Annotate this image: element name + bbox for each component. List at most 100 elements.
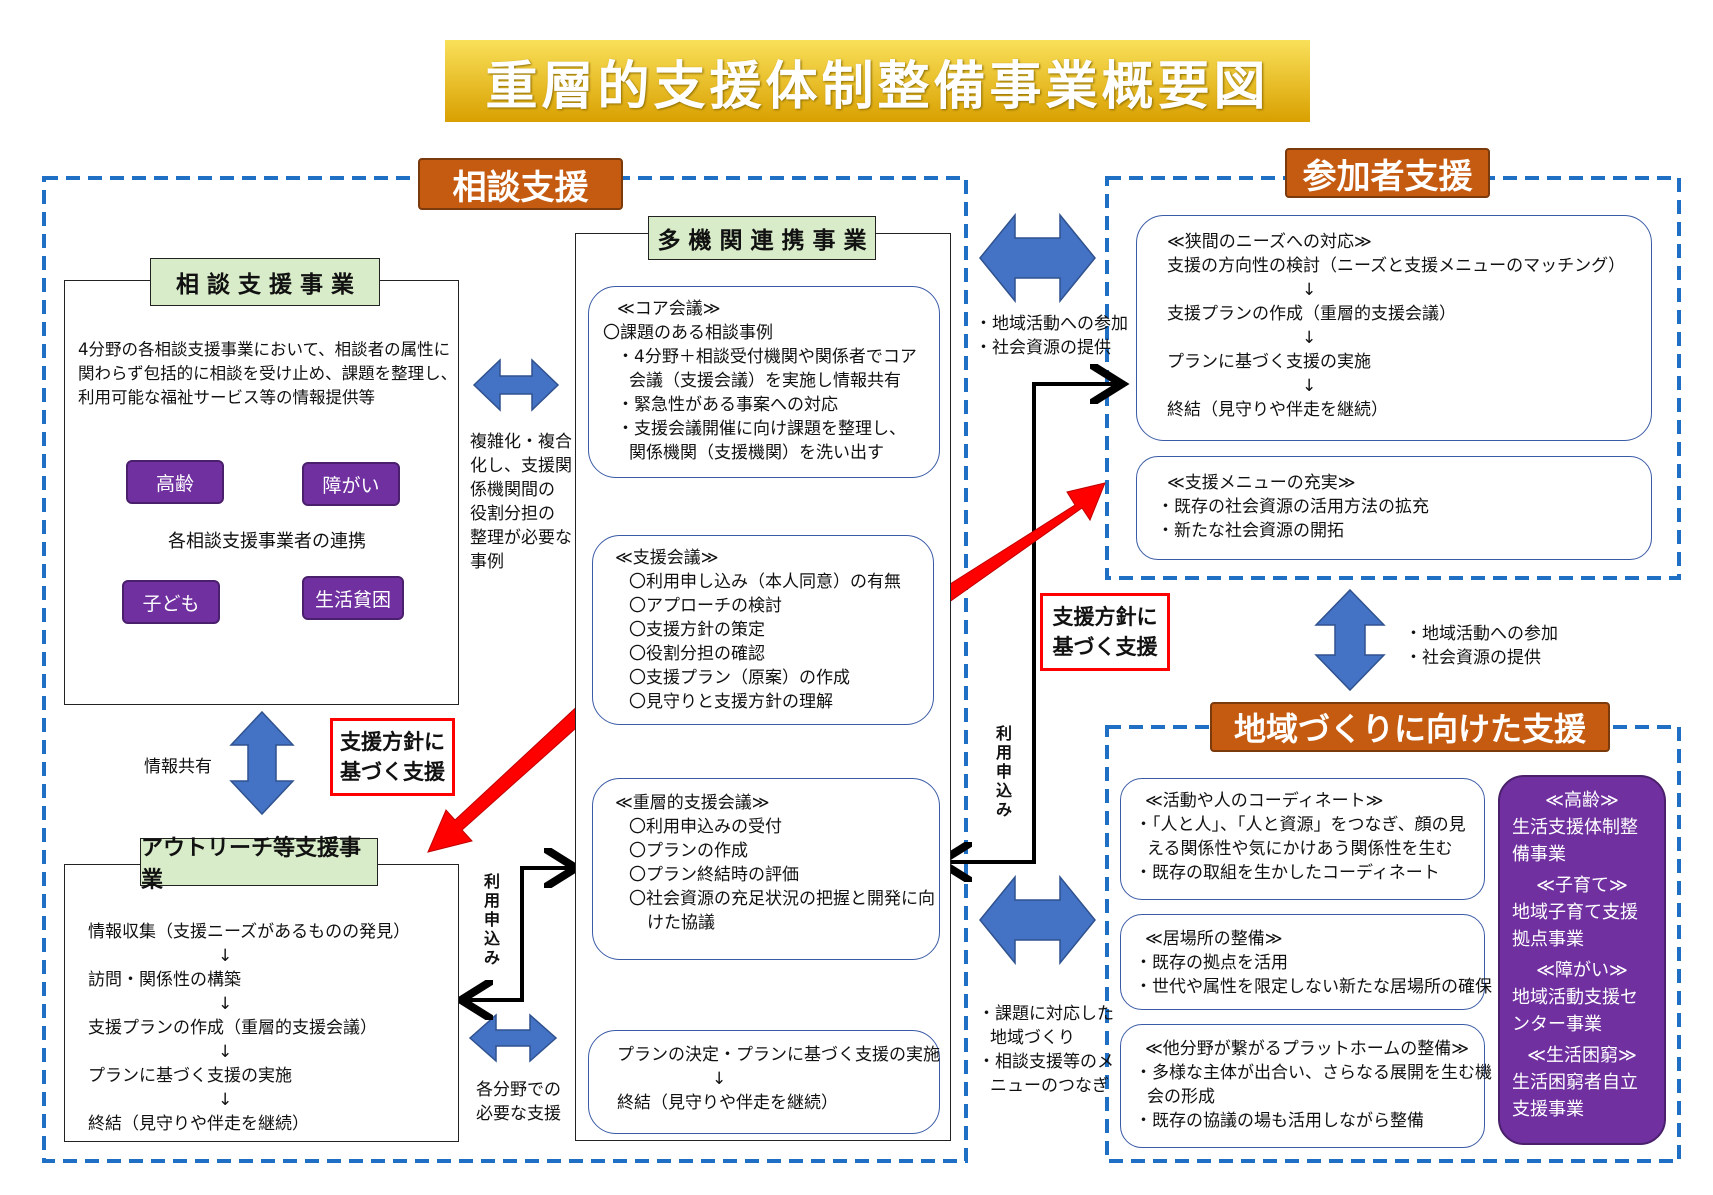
plan-line: 終結（見守りや伴走を継続）: [617, 1093, 838, 1113]
down-arrow-glyph: ↓: [218, 946, 233, 966]
purple-line: 拠点事業: [1512, 929, 1584, 950]
coordinate-box: ≪活動や人のコーディネート≫ ・「人と人」、「人と資源」をつなぎ、顔の見 える関…: [1120, 778, 1485, 900]
shien-line: 〇支援プラン（原案）の作成: [629, 668, 850, 688]
niche-line: 終結（見守りや伴走を継続）: [1167, 400, 1388, 420]
core-line: 会議（支援会議）を実施し情報共有: [629, 371, 901, 391]
shien-line: 〇支援方針の策定: [629, 620, 765, 640]
outreach-step: 訪問・関係性の構築: [88, 970, 241, 990]
pill-shougai: 障がい: [302, 462, 400, 506]
double-arrow-kakubunya: [468, 1013, 558, 1063]
red-label-left: 支援方針に 基づく支援: [330, 718, 455, 796]
riyo-right-label: 利 用 申 込 み: [994, 724, 1014, 819]
label-line: ・地域活動への参加: [975, 314, 1128, 334]
label-line: ・社会資源の提供: [975, 338, 1111, 358]
soudan-frame: [42, 176, 968, 1163]
label-line: 必要な支援: [476, 1104, 561, 1124]
niche-box: ≪狭間のニーズへの対応≫ 支援の方向性の検討（ニーズと支援メニューのマッチング）…: [1136, 215, 1652, 441]
label-line: 役割分担の: [470, 504, 555, 524]
coord-line: ・既存の取組を生かしたコーディネート: [1135, 863, 1440, 883]
juso-line: 〇社会資源の充足状況の把握と開発に向: [629, 889, 935, 909]
core-kaigi-box: ≪コア会議≫ 〇課題のある相談事例 ・4分野＋相談受付機関や関係者でコア 会議（…: [588, 286, 940, 478]
ibasho-heading: ≪居場所の整備≫: [1145, 929, 1283, 949]
red-arrow-right: [927, 482, 1106, 611]
shien-line: 〇見守りと支援方針の理解: [629, 692, 833, 712]
plan-box: プランの決定・プランに基づく支援の実施 ↓ 終結（見守りや伴走を継続）: [588, 1030, 940, 1134]
char: 申: [483, 910, 500, 929]
ibasho-line: ・世代や属性を限定しない新たな居場所の確保: [1135, 977, 1492, 997]
core-line: 関係機関（支援機関）を洗い出す: [629, 443, 884, 463]
char: 込: [483, 929, 500, 948]
niche-heading: ≪狭間のニーズへの対応≫: [1167, 232, 1372, 252]
double-arrow-joho: [229, 710, 295, 816]
section-soudan-label: 相談支援: [452, 167, 589, 208]
shien-line: 〇アプローチの検討: [629, 596, 782, 616]
section-sanka-label: 参加者支援: [1302, 156, 1473, 197]
outreach-step: 支援プランの作成（重層的支援会議）: [88, 1018, 377, 1038]
char: み: [483, 948, 500, 967]
purple-line: 備事業: [1512, 844, 1566, 865]
core-line: ・支援会議開催に向け課題を整理し、: [617, 419, 906, 439]
section-soudan: 相談支援: [418, 158, 623, 210]
purple-line: 支援事業: [1512, 1099, 1584, 1120]
outreach-step: 終結（見守りや伴走を継続）: [88, 1114, 309, 1134]
label-line: ・相談支援等のメ: [978, 1052, 1114, 1072]
platform-box: ≪他分野が繋がるプラットホームの整備≫ ・多様な主体が出合い、さらなる展開を生む…: [1120, 1024, 1492, 1148]
double-arrow-soudan: [472, 358, 560, 412]
label-line: ニューのつなぎ: [990, 1076, 1109, 1096]
label-line: 事例: [470, 552, 504, 572]
label-line: ・地域活動への参加: [1405, 624, 1558, 644]
riyo-left-label: 利 用 申 込 み: [482, 872, 502, 967]
niche-line: 支援の方向性の検討（ニーズと支援メニューのマッチング）: [1167, 256, 1626, 276]
desc-line: 利用可能な福祉サービス等の情報提供等: [78, 388, 375, 407]
pill-koureii: 高齢: [126, 460, 224, 504]
red-label-line: 支援方針に: [1052, 605, 1158, 629]
double-arrow-bottom: [979, 874, 1096, 966]
desc-line: 関わらず包括的に相談を受け止め、課題を整理し、: [78, 364, 458, 383]
juso-kaigi-box: ≪重層的支援会議≫ 〇利用申込みの受付 〇プランの作成 〇プラン終結時の評価 〇…: [592, 778, 940, 960]
menu-box: ≪支援メニューの充実≫ ・既存の社会資源の活用方法の拡充 ・新たな社会資源の開拓: [1136, 456, 1652, 560]
red-label-line: 基づく支援: [1052, 635, 1158, 659]
label-line: 各分野での: [476, 1080, 561, 1100]
down-arrow-glyph: ↓: [1302, 376, 1317, 396]
outreach-step: プランに基づく支援の実施: [88, 1066, 292, 1086]
ibasho-box: ≪居場所の整備≫ ・既存の拠点を活用 ・世代や属性を限定しない新たな居場所の確保: [1120, 914, 1492, 1010]
plan-line: プランの決定・プランに基づく支援の実施: [617, 1045, 940, 1065]
right-mid-label: ・地域活動への参加 ・社会資源の提供: [1405, 622, 1558, 670]
down-arrow-glyph: ↓: [218, 1090, 233, 1110]
purple-heading: ≪高齢≫: [1545, 790, 1619, 811]
outreach-step: 情報収集（支援ニーズがあるものの発見）: [88, 922, 411, 942]
shien-heading: ≪支援会議≫: [615, 548, 719, 568]
page-title: 重層的支援体制整備事業概要図: [485, 56, 1270, 117]
soudan-jigyo-title-text: 相 談 支 援 事 業: [175, 272, 355, 298]
takikan-title-text: 多 機 関 連 携 事 業: [657, 228, 867, 254]
bottom-mid-label: ・課題に対応した 地域づくり ・相談支援等のメ ニューのつなぎ: [978, 1002, 1114, 1098]
purple-line: ンター事業: [1512, 1014, 1602, 1035]
outreach-steps: 情報収集（支援ニーズがあるものの発見） ↓ 訪問・関係性の構築 ↓ 支援プランの…: [88, 920, 410, 1136]
niche-line: プランに基づく支援の実施: [1167, 352, 1371, 372]
menu-line: ・新たな社会資源の開拓: [1157, 521, 1344, 541]
down-arrow-glyph: ↓: [218, 1042, 233, 1062]
core-line: ・4分野＋相談受付機関や関係者でコア: [617, 347, 917, 367]
kakubunya-label: 各分野での 必要な支援: [476, 1078, 561, 1126]
char: 申: [995, 762, 1012, 781]
char: み: [995, 800, 1012, 819]
pill-kodomo: 子ども: [122, 580, 220, 624]
char: 利: [483, 872, 500, 891]
down-arrow-glyph: ↓: [218, 994, 233, 1014]
label-line: 整理が必要な: [470, 528, 572, 548]
soudan-jigyo-desc: 4分野の各相談支援事業において、相談者の属性に 関わらず包括的に相談を受け止め、…: [78, 338, 458, 410]
pill-seikatsu-konkyu: 生活貧困: [302, 576, 404, 620]
label-line: 化し、支援関: [470, 456, 572, 476]
juso-line: 〇プラン終結時の評価: [629, 865, 799, 885]
renkei-center-label: 各相談支援事業者の連携: [168, 531, 366, 552]
title-banner: 重層的支援体制整備事業概要図: [445, 40, 1310, 122]
purple-line: 地域活動支援セ: [1512, 987, 1638, 1008]
juso-line: けた協議: [647, 913, 715, 933]
red-arrow-left: [427, 700, 595, 853]
coord-line: ・「人と人」、「人と資源」をつなぎ、顔の見: [1135, 815, 1466, 835]
shien-line: 〇役割分担の確認: [629, 644, 765, 664]
purple-heading: ≪子育て≫: [1536, 875, 1628, 896]
red-label-line: 支援方針に: [340, 730, 445, 754]
platform-line: 会の形成: [1147, 1087, 1215, 1107]
down-arrow-glyph: ↓: [712, 1069, 727, 1089]
